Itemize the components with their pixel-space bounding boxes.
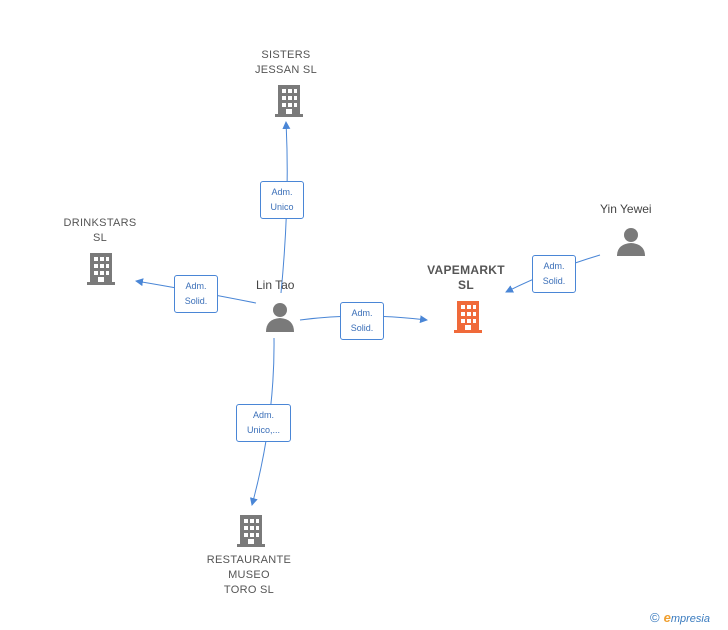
building-icon — [275, 85, 303, 117]
company-label-sisters[interactable]: SISTERS JESSAN SL — [254, 49, 317, 76]
person-icon — [617, 228, 645, 256]
edge-label-to-drinkstars: Adm. Solid. — [174, 275, 218, 313]
company-label-restaurante[interactable]: RESTAURANTE MUSEO TORO SL — [206, 554, 292, 596]
building-icon — [237, 515, 265, 547]
edge-label-line: Solid. — [542, 276, 566, 286]
edge-label-to-sisters: Adm. Unico — [260, 181, 304, 219]
building-icon — [87, 253, 115, 285]
brand-logo-initial: e — [663, 610, 671, 625]
person-icon — [266, 303, 294, 332]
edge-label-line: Unico — [270, 202, 294, 212]
brand-logo-text: mpresia — [670, 613, 710, 625]
edge-label-line: Solid. — [350, 323, 374, 333]
copyright-icon: © — [650, 610, 660, 625]
edge-label-line: Unico,... — [246, 425, 280, 435]
brand-footer[interactable]: ©empresia — [650, 610, 710, 625]
edge-label-line: Adm. — [543, 261, 565, 271]
edge-label-line: Adm. — [271, 187, 293, 197]
person-label-yin-yewei[interactable]: Yin Yewei — [600, 202, 652, 216]
company-label-vapemarkt[interactable]: VAPEMARKT SL — [427, 263, 505, 292]
edge-label-to-vapemarkt: Adm. Solid. — [340, 302, 384, 340]
edge-label-line: Adm. — [185, 281, 207, 291]
edge-label-yin-to-vapemarkt: Adm. Solid. — [532, 255, 576, 293]
building-icon-main — [454, 301, 482, 333]
edge-label-line: Adm. — [252, 410, 274, 420]
edge-label-line: Solid. — [184, 296, 208, 306]
company-label-drinkstars[interactable]: DRINKSTARS SL — [63, 217, 137, 244]
person-label-lin-tao[interactable]: Lin Tao — [256, 278, 295, 292]
edge-label-to-restaurante: Adm. Unico,... — [236, 404, 291, 442]
edge-label-line: Adm. — [351, 308, 373, 318]
